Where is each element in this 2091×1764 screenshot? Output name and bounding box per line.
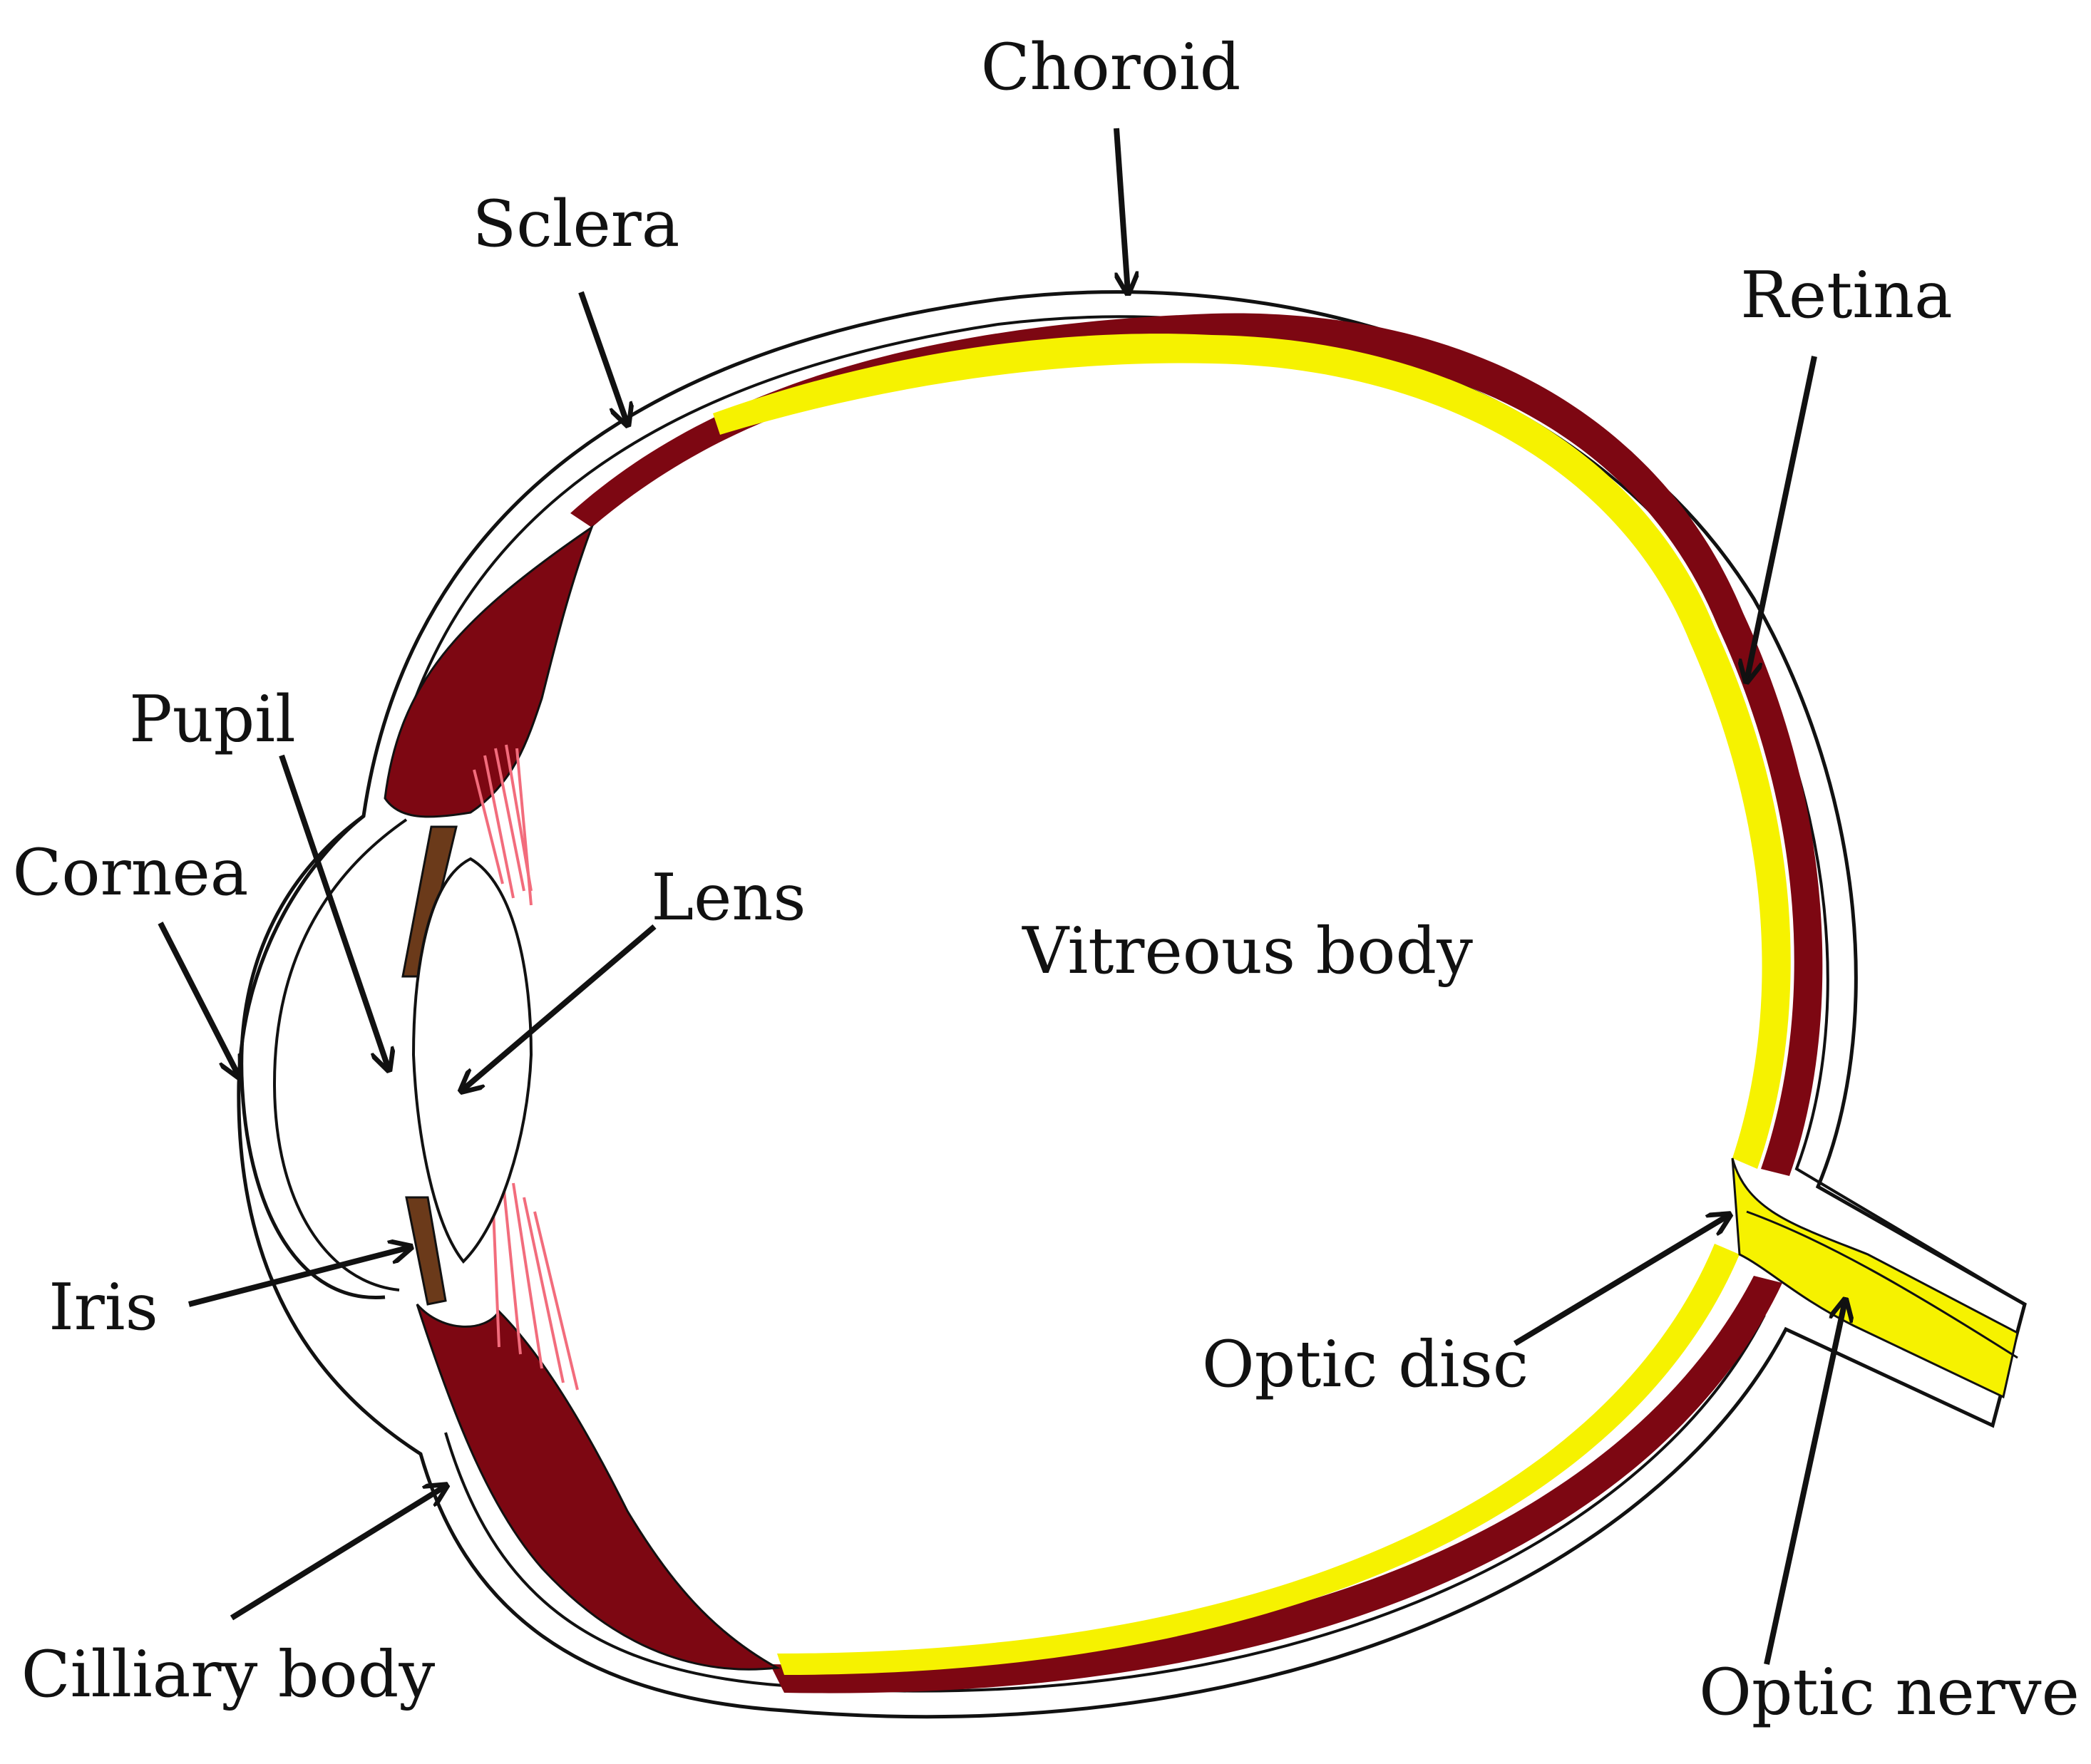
label-retina: Retina bbox=[1740, 258, 1953, 333]
zonule-fibers-upper bbox=[473, 744, 533, 906]
iris-arrow bbox=[188, 1247, 410, 1307]
cilliary-body-arrow bbox=[230, 1486, 446, 1621]
pupil-arrow bbox=[279, 754, 389, 1069]
cornea-inner bbox=[272, 818, 408, 1291]
label-sclera: Sclera bbox=[473, 187, 680, 262]
label-choroid: Choroid bbox=[981, 30, 1241, 105]
sclera-inner-line-lower bbox=[444, 1314, 1766, 1693]
ciliary-body-lower bbox=[416, 1304, 781, 1671]
label-optic-nerve: Optic nerve bbox=[1699, 1655, 2080, 1730]
choroid-layer-lower bbox=[770, 1276, 1782, 1693]
retina-arrow bbox=[1747, 356, 1817, 681]
optic-nerve bbox=[1731, 1157, 2019, 1399]
label-iris: Iris bbox=[48, 1270, 158, 1345]
label-pupil: Pupil bbox=[129, 682, 296, 757]
label-vitreous-body: Vitreous body bbox=[1022, 914, 1473, 989]
retina-layer-lower bbox=[777, 1244, 1740, 1675]
sclera-arrow bbox=[578, 291, 627, 424]
label-cornea: Cornea bbox=[13, 835, 249, 910]
optic-disc-arrow bbox=[1513, 1215, 1729, 1346]
ciliary-body-upper bbox=[384, 525, 595, 818]
label-lens: Lens bbox=[651, 860, 806, 935]
label-cilliary-body: Cilliary body bbox=[21, 1637, 436, 1712]
optic-nerve-center-line bbox=[1746, 1210, 2018, 1359]
optic-nerve-arrow bbox=[1764, 1301, 1845, 1665]
lens-arrow bbox=[462, 924, 657, 1090]
label-optic-disc: Optic disc bbox=[1202, 1327, 1529, 1402]
lens bbox=[411, 857, 533, 1264]
sclera-layer bbox=[237, 290, 2027, 1719]
iris-lower bbox=[405, 1196, 447, 1306]
choroid-arrow bbox=[1114, 128, 1128, 292]
cornea-arrow bbox=[158, 922, 239, 1076]
